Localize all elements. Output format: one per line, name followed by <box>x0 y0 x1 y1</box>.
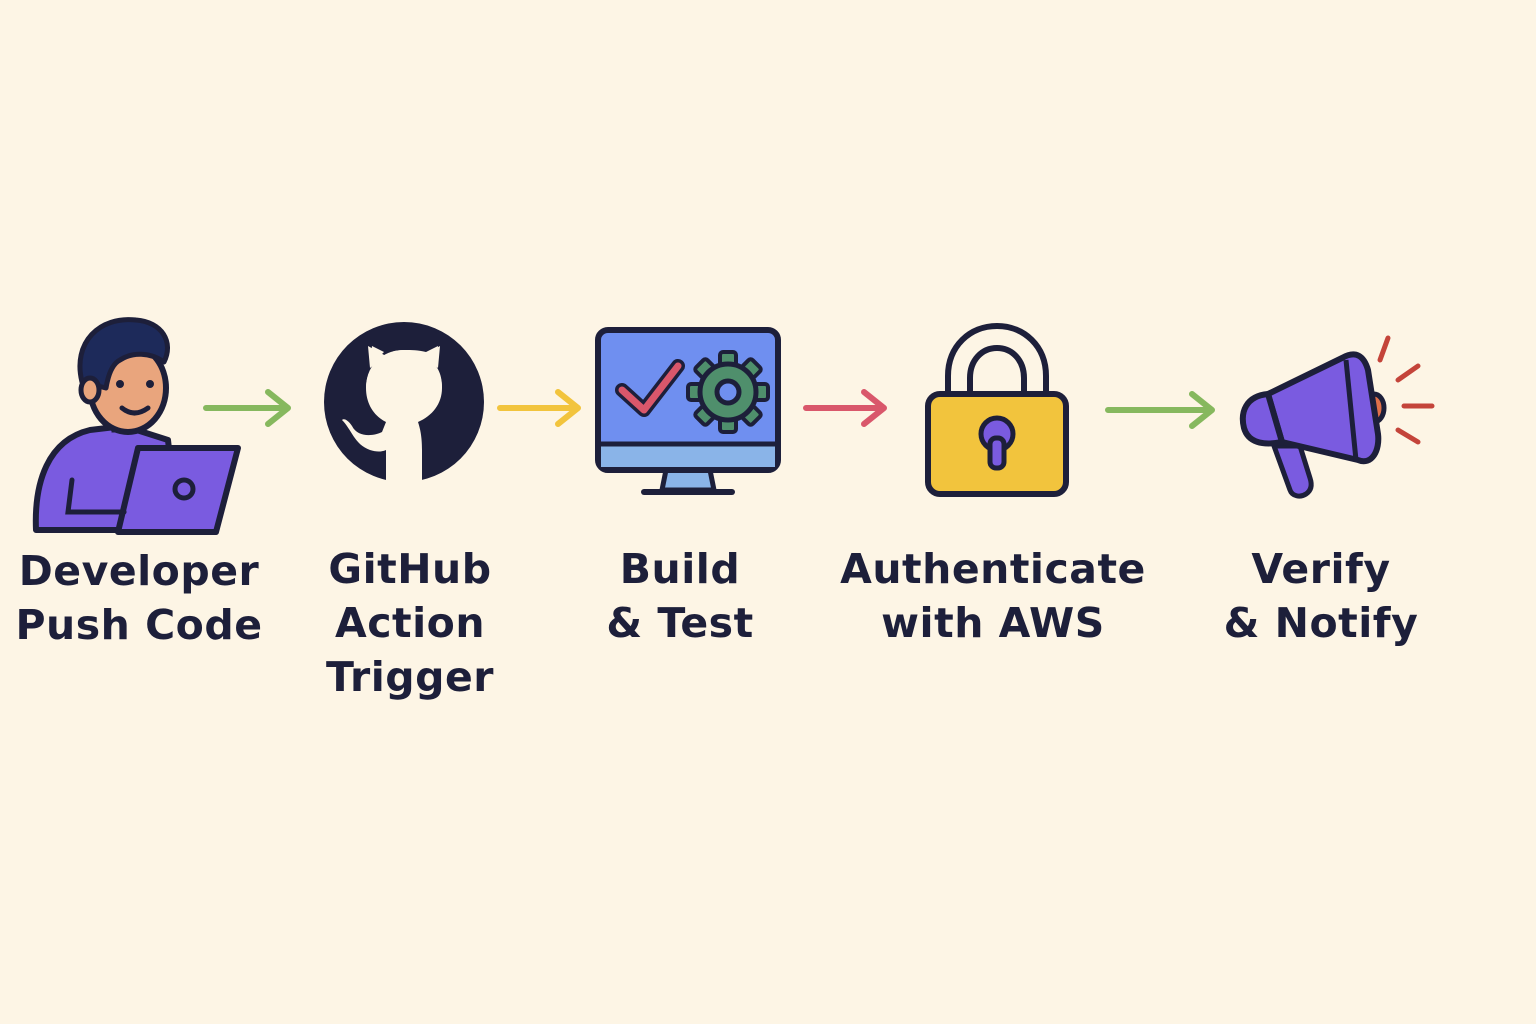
step-label-build: Build & Test <box>568 542 792 650</box>
monitor-check-gear-icon <box>595 327 781 495</box>
label-line: & Test <box>606 599 754 647</box>
label-line: Action <box>334 599 486 647</box>
flow-arrow-2 <box>497 389 581 427</box>
github-icon <box>324 322 484 482</box>
label-line: Authenticate <box>840 545 1146 593</box>
label-line: Push Code <box>15 601 263 649</box>
flow-arrow-1 <box>203 389 291 427</box>
label-line: with AWS <box>881 599 1105 647</box>
megaphone-icon <box>1239 335 1435 499</box>
flow-arrow-4 <box>1105 391 1215 429</box>
flow-arrow-3 <box>803 389 887 427</box>
padlock-icon <box>925 323 1069 497</box>
label-line: Verify <box>1251 545 1391 593</box>
label-line: Build <box>619 545 741 593</box>
step-label-authenticate: Authenticate with AWS <box>832 542 1154 650</box>
step-label-verify: Verify & Notify <box>1206 542 1436 650</box>
label-line: Trigger <box>326 653 494 701</box>
developer-laptop-icon <box>32 317 241 535</box>
step-label-github: GitHub Action Trigger <box>290 542 530 704</box>
label-line: & Notify <box>1223 599 1419 647</box>
label-line: Developer <box>18 547 260 595</box>
label-line: GitHub <box>328 545 492 593</box>
step-label-developer: Developer Push Code <box>8 544 270 652</box>
